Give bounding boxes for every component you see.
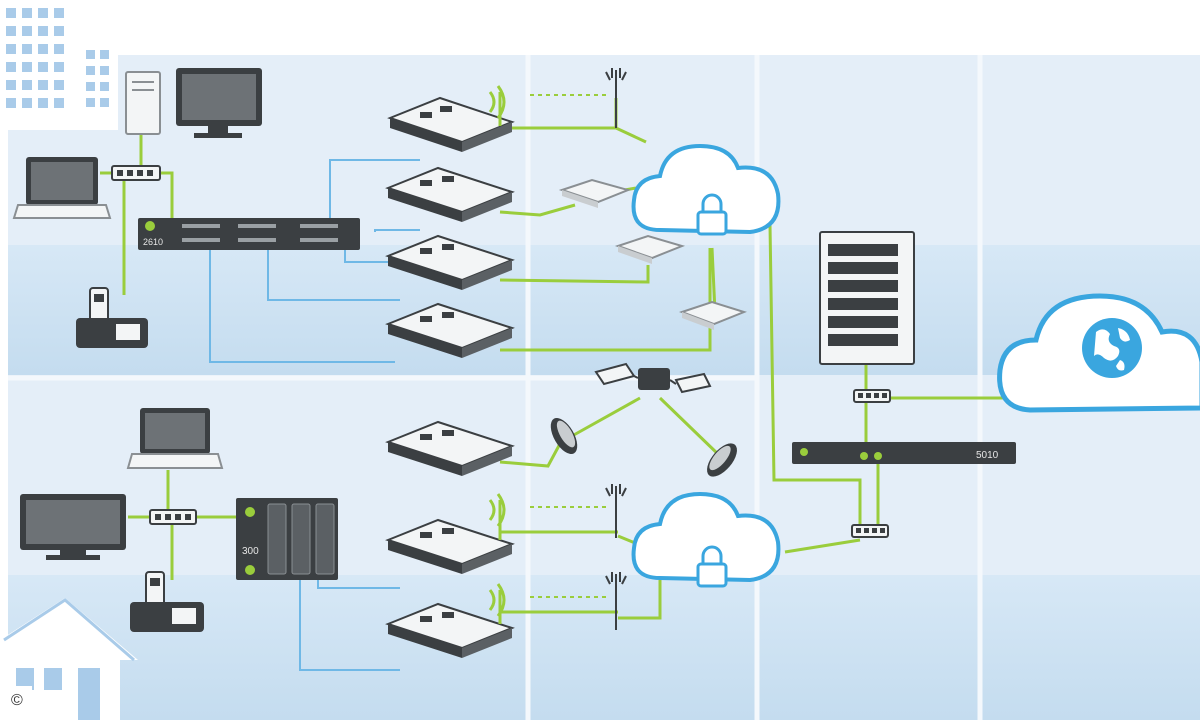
gateway-2610-label: 2610 (143, 237, 163, 247)
access-point-icon-3 (679, 300, 747, 330)
network-switch-icon (111, 165, 161, 181)
satellite-dish-icon-2 (707, 443, 737, 477)
router-card-icon-1 (387, 85, 515, 152)
satellite-dish-icon-1 (550, 417, 578, 455)
router-card-icon-4 (385, 302, 515, 358)
network-switch-icon-server (853, 389, 891, 403)
access-point-icon-2 (614, 234, 686, 264)
cell-tower-icon-1 (605, 68, 627, 128)
gateway-300-label: 300 (242, 546, 259, 557)
house-icon (0, 598, 138, 720)
router-card-icon-3 (385, 234, 515, 290)
network-switch-icon-home (149, 509, 197, 525)
copyright-badge: © (6, 686, 32, 712)
access-point-icon-1 (558, 178, 632, 208)
router-card-icon-2 (385, 166, 515, 222)
laptop-icon-home (126, 408, 224, 469)
router-card-icon-5 (385, 420, 515, 476)
cell-tower-icon-2 (605, 484, 627, 538)
office-building-icon (0, 0, 118, 130)
monitor-icon (176, 68, 262, 138)
gateway-2610-icon: 2610 (138, 218, 360, 250)
network-switch-icon-lower (851, 524, 889, 538)
vpn-cloud-icon-bottom (631, 491, 781, 588)
desk-phone-icon (76, 287, 148, 348)
gateway-5010-label: 5010 (976, 450, 999, 461)
laptop-icon (12, 157, 112, 219)
vpn-cloud-icon-top (631, 143, 781, 236)
cell-tower-icon-3 (605, 572, 627, 630)
server-rack-icon (819, 231, 915, 365)
gateway-5010-icon: 5010 (792, 442, 1016, 464)
desk-phone-icon-home (130, 571, 204, 632)
gateway-300-icon: 300 (236, 498, 338, 580)
router-card-icon-6 (385, 493, 515, 574)
desktop-tower-icon (125, 71, 161, 135)
copyright-symbol: © (11, 692, 23, 709)
router-card-icon-7 (385, 583, 515, 658)
satellite-icon (594, 362, 712, 394)
tv-icon (20, 494, 126, 560)
wireless-links (530, 94, 608, 598)
internet-cloud-icon (997, 293, 1200, 413)
